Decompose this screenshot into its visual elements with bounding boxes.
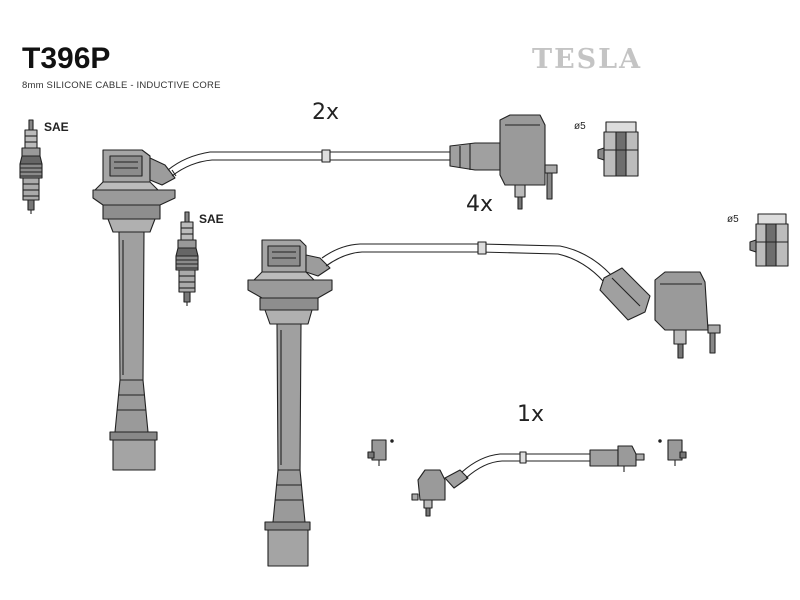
- spark-plug-1-icon: [19, 119, 43, 214]
- medium-lead-cable: [321, 241, 613, 283]
- diameter-label-2: ø5: [727, 214, 739, 225]
- sae-label-2: SAE: [199, 212, 224, 226]
- sae-label-1: SAE: [44, 120, 69, 134]
- long-lead-plug-boot: [92, 149, 176, 471]
- quantity-label-short-lead: 1x: [517, 402, 545, 427]
- medium-lead-coil-boot: [599, 267, 721, 359]
- short-lead: [411, 445, 645, 517]
- spark-plug-2-icon: [175, 211, 199, 306]
- terminal-clip-left-icon: [367, 439, 394, 466]
- medium-lead-plug-boot: [247, 239, 333, 567]
- quantity-label-medium-lead: 4x: [466, 192, 494, 217]
- quantity-label-long-lead: 2x: [312, 100, 340, 125]
- brand-logo: TESLA: [532, 44, 643, 75]
- diameter-label-1: ø5: [574, 121, 586, 132]
- product-code: T396P: [22, 42, 111, 75]
- long-lead-coil-boot: [449, 114, 558, 210]
- product-description: 8mm SILICONE CABLE - INDUCTIVE CORE: [22, 80, 221, 91]
- terminal-clip-right-icon: [658, 439, 687, 466]
- terminal-detail-2-icon: [749, 213, 789, 267]
- long-lead-cable: [167, 149, 450, 177]
- terminal-detail-1-icon: [597, 121, 639, 177]
